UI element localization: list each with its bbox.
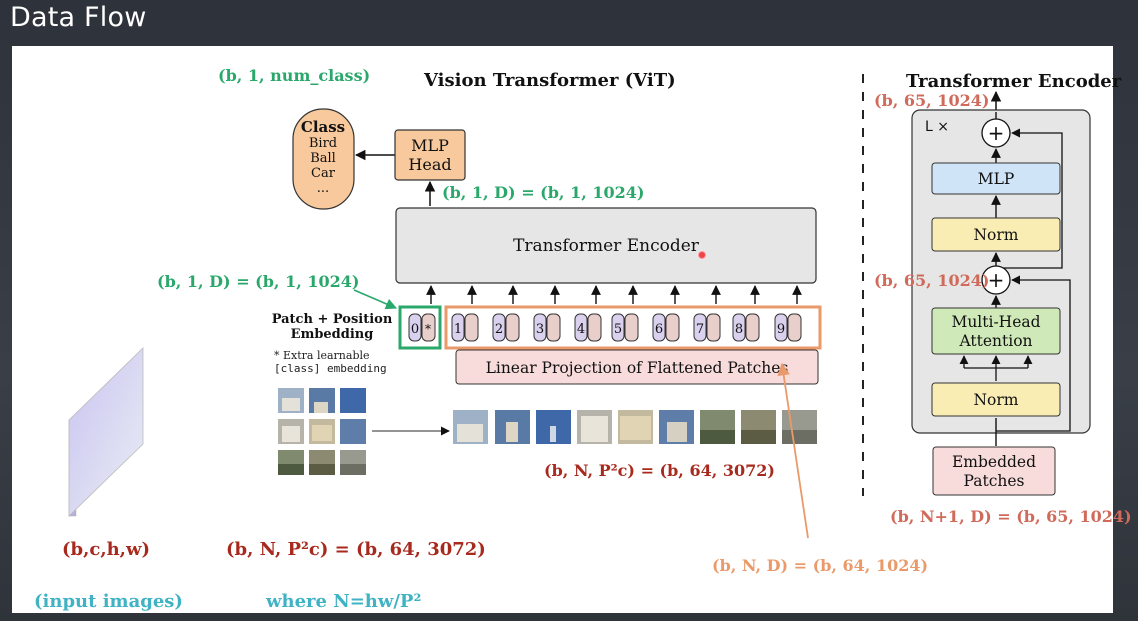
- vit-title: Vision Transformer (ViT): [423, 70, 676, 91]
- skip-connection-top: [996, 128, 1063, 269]
- encoder-norm-top-label: Norm: [973, 226, 1018, 244]
- shape-projected: (b, N, D) = (b, 64, 1024): [712, 556, 928, 575]
- encoder-norm-bottom-box: [931, 382, 1061, 417]
- patch-token-3: 3: [536, 322, 544, 337]
- shape-patches-bottom: (b, N, P²c) = (b, 64, 3072): [226, 539, 486, 560]
- embedded-patches-box: [932, 446, 1056, 496]
- encoder-mlp-box: [931, 162, 1061, 195]
- patch-token-6: 6: [655, 322, 663, 337]
- class-item-bird: Bird: [309, 136, 337, 151]
- extra-note-2: [class] embedding: [274, 362, 387, 375]
- add-top-plus: +: [988, 121, 1005, 145]
- patch-token-1: 1: [454, 322, 462, 337]
- add-mid-circle: [981, 265, 1011, 295]
- slide-title: Data Flow: [10, 2, 147, 33]
- class-token-right: [421, 313, 436, 342]
- projected-pointer-arrow: [777, 362, 809, 539]
- vit-diagram: Vision Transformer (ViT) (b, 1, num_clas…: [34, 66, 1132, 612]
- encoder-norm-bottom-label: Norm: [973, 391, 1018, 409]
- patch-position-label-1: Patch + Position: [272, 312, 393, 327]
- class-item-ball: Ball: [310, 151, 336, 166]
- embedded-patches-label-2: Patches: [964, 472, 1025, 490]
- flattened-patch-sequence: [453, 410, 817, 444]
- patch-token-8: 8: [735, 322, 743, 337]
- encoder-title: Transformer Encoder: [906, 71, 1122, 92]
- encoder-norm-top-box: [931, 217, 1061, 252]
- caption-input-images: (input images): [34, 591, 183, 612]
- content-panel: Vision Transformer (ViT) (b, 1, num_clas…: [12, 46, 1132, 613]
- class-box: [292, 108, 355, 210]
- patch-token-9: 9: [777, 322, 785, 337]
- patch-tokens-highlight: [444, 305, 822, 350]
- mlp-head-label-1: MLP: [411, 136, 449, 155]
- shape-enc-in: (b, N+1, D) = (b, 65, 1024): [890, 507, 1132, 526]
- skip-connection-bottom: [996, 275, 1071, 432]
- shape-enc-out: (b, 65, 1024): [874, 91, 989, 110]
- patch-token-2: 2: [495, 322, 503, 337]
- add-mid-plus: +: [988, 268, 1005, 292]
- class-token-star: *: [425, 322, 431, 336]
- encoder-attention-label-2: Attention: [958, 332, 1032, 350]
- linear-projection-box: [455, 349, 819, 385]
- patch-token-5: 5: [614, 322, 622, 337]
- shape-input: (b,c,h,w): [62, 539, 150, 560]
- mlp-head-label-2: Head: [408, 155, 451, 174]
- class-token-highlight: [398, 305, 442, 350]
- patch-token-4: 4: [577, 322, 585, 337]
- caption-where: where N=hw/P²: [265, 591, 421, 612]
- image-patch-grid: [278, 388, 366, 475]
- shape-num-class: (b, 1, num_class): [218, 66, 370, 85]
- transformer-encoder-label: Transformer Encoder: [513, 236, 700, 256]
- class-box-title: Class: [301, 118, 345, 136]
- encoder-attention-label-1: Multi-Head: [951, 313, 1040, 331]
- class-item-car: Car: [311, 166, 336, 181]
- class-token-left: [408, 313, 422, 342]
- shape-head-in: (b, 1, D) = (b, 1, 1024): [442, 183, 644, 202]
- mlp-head-box: [394, 129, 466, 181]
- shape-enc-mid: (b, 65, 1024): [874, 271, 989, 290]
- class-token-pointer-arrow: [353, 289, 398, 310]
- transformer-encoder-box: [395, 207, 817, 284]
- patch-tokens: [451, 313, 802, 342]
- shape-class-token: (b, 1, D) = (b, 1, 1024): [157, 272, 359, 291]
- input-image-slab: [68, 347, 144, 517]
- class-item-ellipsis: ...: [317, 181, 329, 196]
- extra-note-1: * Extra learnable: [274, 349, 370, 362]
- patch-token-7: 7: [696, 322, 704, 337]
- linear-projection-label: Linear Projection of Flattened Patches: [486, 359, 789, 377]
- pointer-dot: [698, 251, 706, 259]
- shape-patches-mid: (b, N, P²c) = (b, 64, 3072): [544, 461, 775, 480]
- embedded-patches-label-1: Embedded: [952, 453, 1036, 471]
- token-arrows: [426, 285, 802, 304]
- encoder-repeat-label: L ×: [925, 119, 949, 135]
- patch-position-label-2: Embedding: [291, 327, 374, 342]
- encoder-mlp-label: MLP: [978, 170, 1015, 188]
- encoder-attention-box: [931, 307, 1061, 355]
- class-token-index: 0: [411, 322, 419, 337]
